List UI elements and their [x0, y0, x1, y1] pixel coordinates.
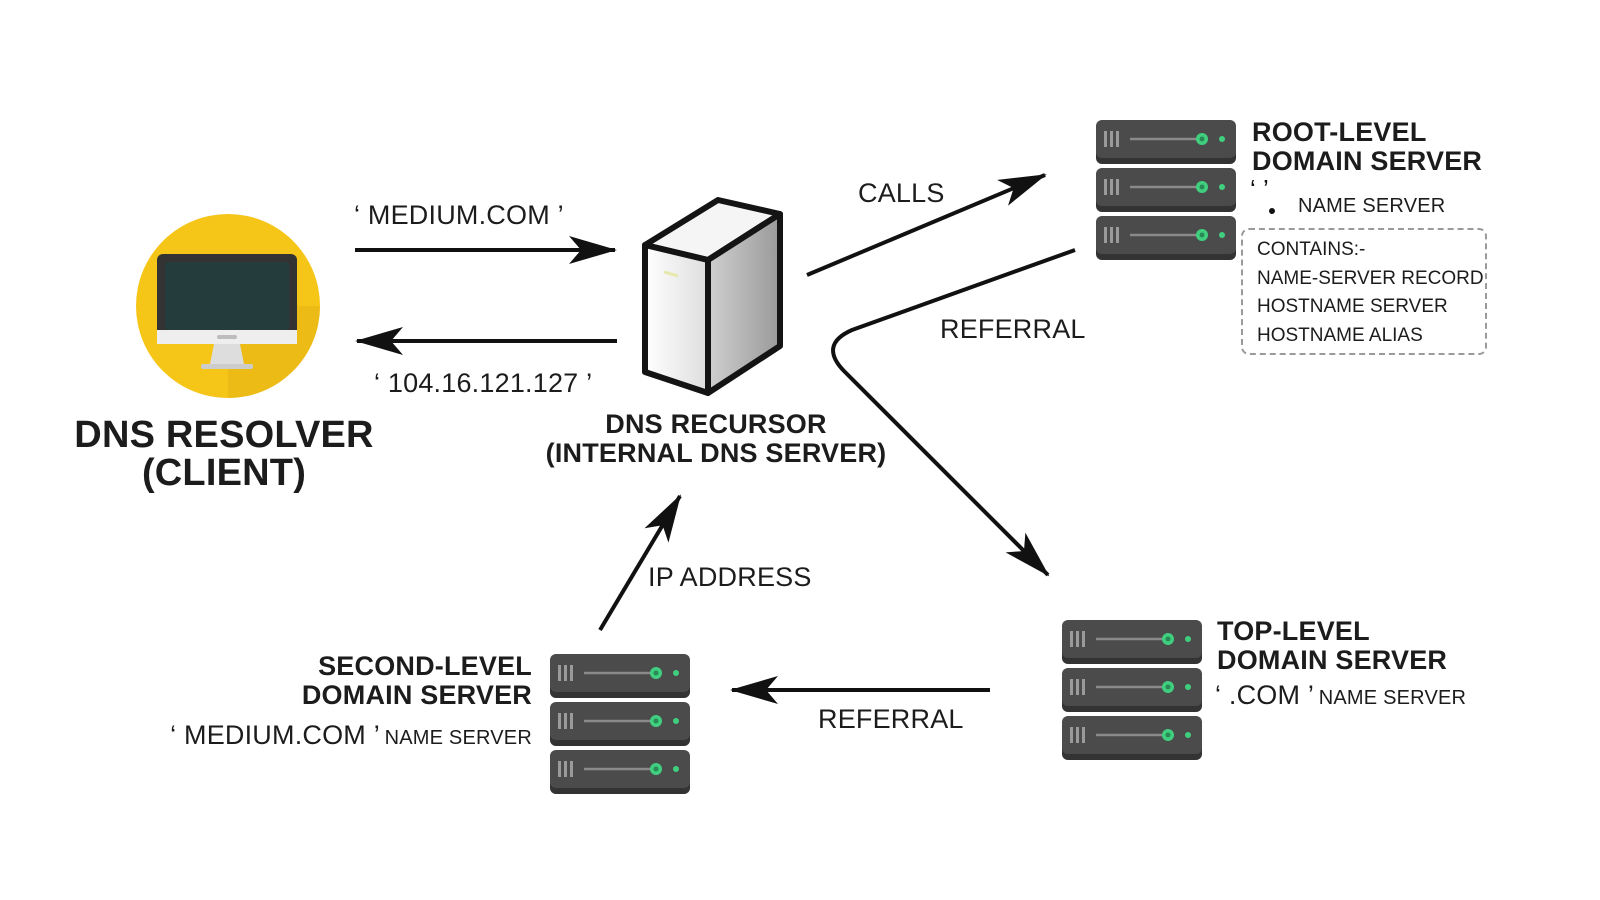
- tld-name-server-line: ‘ .COM ’ NAME SERVER: [1215, 680, 1466, 711]
- recursor-server-icon: [642, 197, 783, 396]
- tld-domain: ‘ .COM ’: [1215, 680, 1315, 710]
- sld-title: SECOND-LEVEL DOMAIN SERVER: [230, 652, 532, 710]
- tld-name-server-label: NAME SERVER: [1318, 687, 1467, 709]
- root-name-server-label: NAME SERVER: [1298, 195, 1446, 217]
- sld-name-server-line: ‘ MEDIUM.COM ’ NAME SERVER: [160, 720, 532, 751]
- calls-arrow: [806, 173, 1047, 277]
- ip-address-label: IP ADDRESS: [648, 562, 812, 592]
- recursor-title: DNS RECURSOR (INTERNAL DNS SERVER): [540, 410, 892, 468]
- tld-server-rack-icon: [1060, 618, 1204, 762]
- client-title-line1: DNS RESOLVER: [74, 414, 374, 456]
- recursor-title-line1: DNS RECURSOR: [605, 409, 827, 439]
- root-server-rack-icon: [1094, 118, 1238, 262]
- root-title-line2: DOMAIN SERVER: [1252, 146, 1483, 176]
- client-title: DNS RESOLVER (CLIENT): [64, 416, 384, 492]
- root-title: ROOT-LEVEL DOMAIN SERVER: [1252, 118, 1482, 176]
- root-quote-glyph: ‘ ’: [1250, 174, 1269, 204]
- recursor-title-line2: (INTERNAL DNS SERVER): [545, 438, 887, 468]
- root-title-line1: ROOT-LEVEL: [1252, 117, 1427, 147]
- sld-title-line2: DOMAIN SERVER: [301, 680, 532, 710]
- tld-title-line2: DOMAIN SERVER: [1217, 645, 1448, 675]
- tld-title: TOP-LEVEL DOMAIN SERVER: [1217, 617, 1447, 675]
- sld-server-rack-icon: [548, 652, 692, 796]
- contains-item: HOSTNAME SERVER: [1257, 296, 1448, 317]
- ip-address-arrow: [598, 494, 682, 632]
- root-contains-box: CONTAINS:- NAME-SERVER RECORD HOSTNAME S…: [1241, 228, 1487, 355]
- client-monitor-icon: [136, 214, 320, 398]
- contains-item: NAME-SERVER RECORD: [1257, 267, 1484, 289]
- root-dot-glyph: [1269, 208, 1275, 214]
- sld-domain: ‘ MEDIUM.COM ’: [170, 720, 380, 750]
- sld-name-server-label: NAME SERVER: [384, 727, 532, 749]
- tld-title-line1: TOP-LEVEL: [1217, 616, 1370, 646]
- sld-title-line1: SECOND-LEVEL: [318, 651, 532, 681]
- referral-root-arrow: [831, 248, 1076, 577]
- contains-heading: CONTAINS:-: [1257, 239, 1366, 260]
- referral-tld-label: REFERRAL: [818, 704, 964, 734]
- referral-root-label: REFERRAL: [940, 314, 1086, 344]
- calls-label: CALLS: [858, 178, 945, 208]
- response-label: ‘ 104.16.121.127 ’: [374, 368, 593, 398]
- client-title-line2: (CLIENT): [141, 452, 307, 494]
- query-label: ‘ MEDIUM.COM ’: [354, 200, 564, 230]
- contains-item: HOSTNAME ALIAS: [1257, 324, 1423, 346]
